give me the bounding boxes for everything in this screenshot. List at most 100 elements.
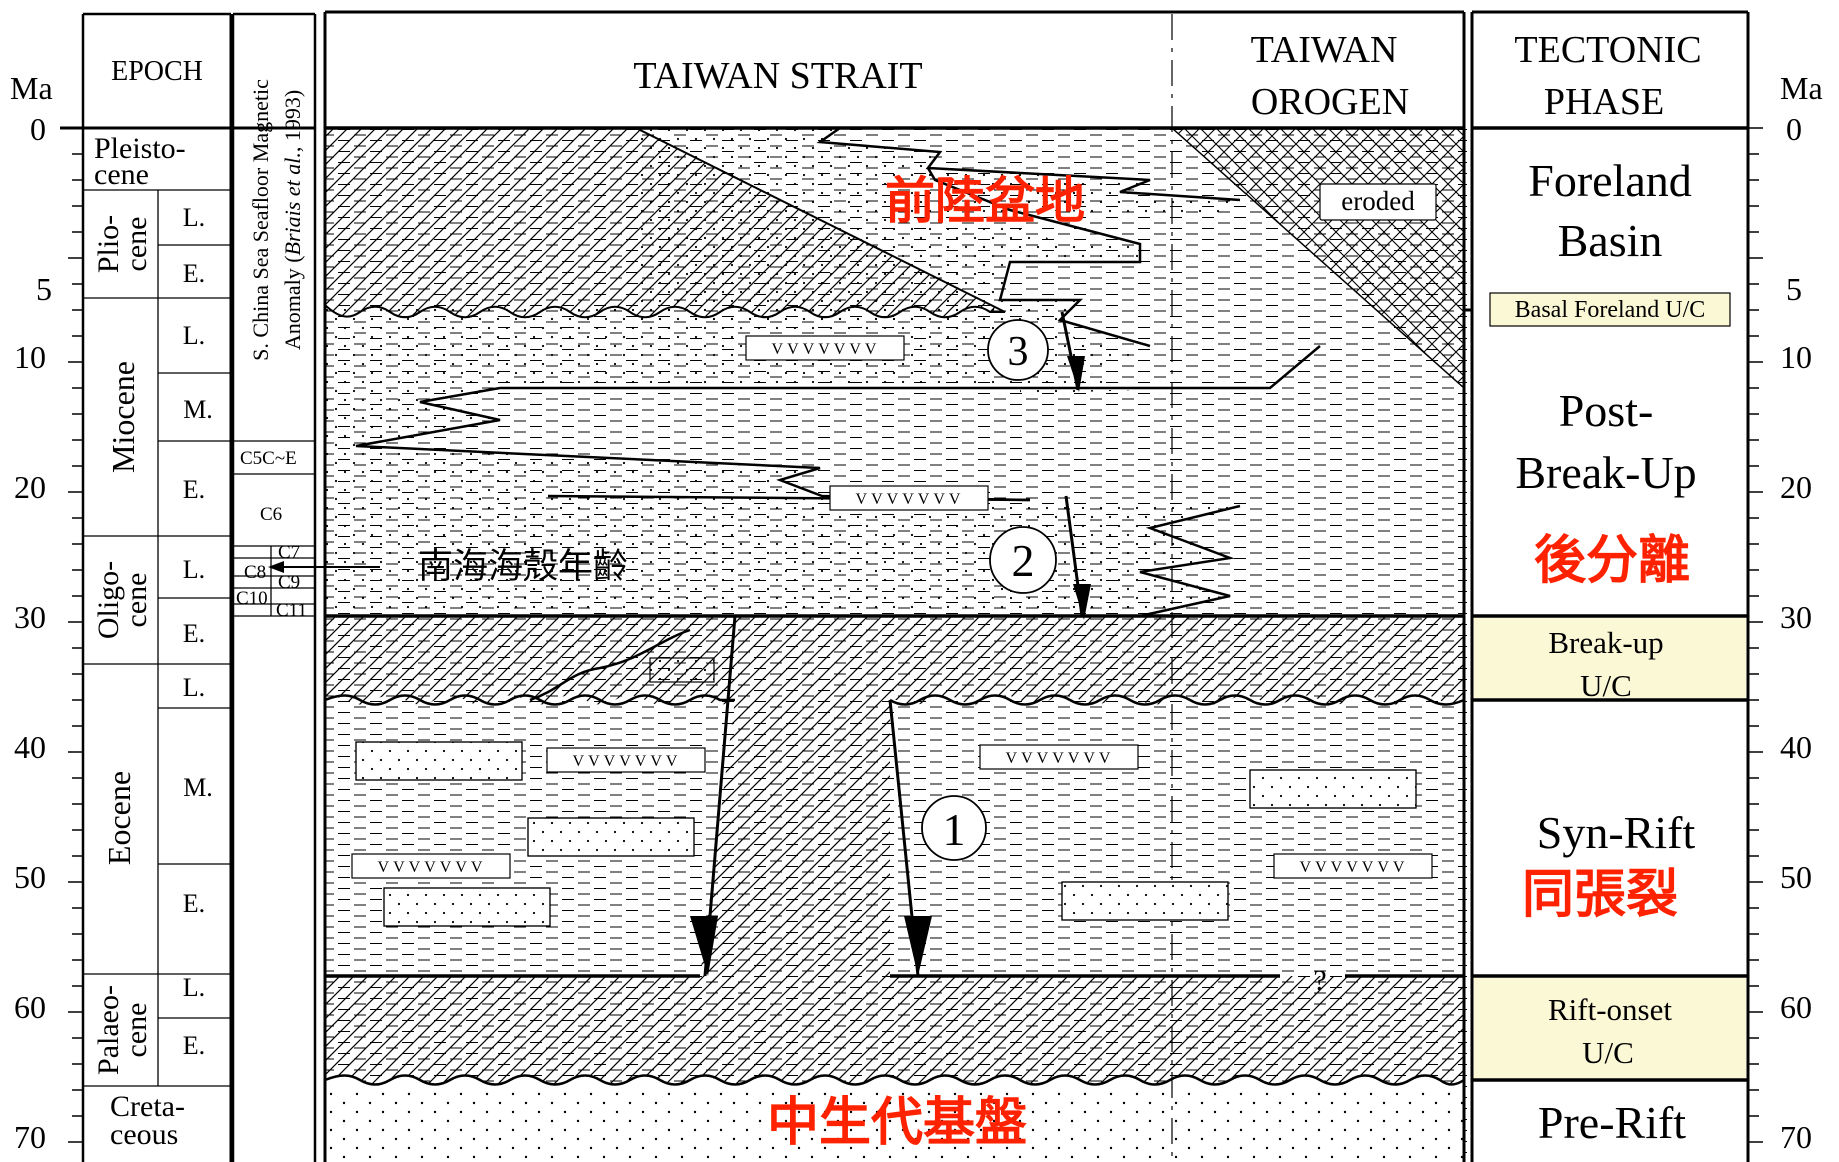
phase-riftonset-2: U/C — [1582, 1035, 1634, 1070]
tectonic-header-1: TECTONIC — [1514, 29, 1701, 71]
volcanics-box — [979, 744, 1139, 770]
marker-1: 1 — [943, 804, 966, 855]
phase-foreland-2: Basin — [1558, 215, 1663, 266]
epoch-eocene: Eocene — [101, 771, 137, 865]
arrowhead-1w — [690, 916, 718, 976]
left-axis-label: 10 — [14, 339, 46, 375]
right-axis-label: 0 — [1786, 111, 1802, 147]
volcanics-label: VVVVVVV — [1006, 750, 1115, 767]
sub-epoch: E. — [183, 475, 205, 504]
fault-arrows — [690, 356, 1091, 976]
anomaly-c8: C8 — [244, 562, 266, 583]
anomaly-c6: C6 — [260, 504, 282, 525]
anomaly-c11: C11 — [276, 600, 307, 621]
right-axis: Ma 0 5 10 20 30 40 50 60 70 — [1780, 70, 1823, 1155]
uc-boxes — [1474, 292, 1746, 1078]
left-ticks — [68, 127, 83, 1143]
sub-epoch: E. — [183, 889, 205, 918]
epoch-header: EPOCH — [111, 56, 203, 87]
arrowhead-1e — [904, 916, 932, 976]
marker-circle-1 — [921, 795, 987, 861]
volcanics-box — [351, 853, 511, 879]
left-axis-unit: Ma — [10, 70, 53, 106]
frame — [60, 10, 1750, 1162]
phase-breakup-2: U/C — [1580, 668, 1632, 703]
left-axis-label: 0 — [30, 111, 46, 147]
magnetic-header-line1: S. China Sea Seafloor Magnetic — [248, 79, 273, 361]
right-axis-unit: Ma — [1780, 70, 1823, 106]
volcanics-label: VVVVVVV — [573, 753, 682, 770]
epoch-oligocene: Oligo- — [92, 561, 125, 639]
left-axis-label: 50 — [14, 859, 46, 895]
sand-lens — [649, 657, 715, 683]
epoch-pleistocene: Pleisto- — [94, 132, 186, 165]
phase-synrift: Syn-Rift — [1537, 807, 1696, 858]
breakup-uc-box — [1474, 618, 1746, 698]
volcanics-labels: VVVVVVV VVVVVVV VVVVVVV VVVVVVV VVVVVVV … — [378, 341, 1409, 876]
volcanics-box — [1273, 853, 1433, 879]
right-axis-label: 30 — [1780, 599, 1812, 635]
right-axis-label: 70 — [1780, 1119, 1812, 1155]
volcanics-label: VVVVVVV — [856, 491, 965, 508]
sub-epoch: E. — [183, 1031, 205, 1060]
left-axis-label: 40 — [14, 729, 46, 765]
anomaly-c10: C10 — [236, 588, 268, 609]
right-ticks — [1748, 127, 1763, 1143]
left-axis-label: 20 — [14, 469, 46, 505]
phase-foreland-1: Foreland — [1528, 155, 1692, 206]
volcanics-label: VVVVVVV — [378, 859, 487, 876]
lithology-boxes — [351, 183, 1437, 927]
left-axis-label: 60 — [14, 989, 46, 1025]
marker-circle-3 — [987, 319, 1049, 381]
epoch-palaeocene: Palaeo- — [92, 985, 125, 1075]
phase-post-cn: 後分離 — [1534, 531, 1690, 591]
sub-epoch: L. — [183, 321, 205, 350]
sub-epoch: L. — [183, 673, 205, 702]
sub-epoch: L. — [183, 555, 205, 584]
taiwan-orogen-header-1: TAIWAN — [1251, 29, 1398, 71]
marker-2: 2 — [1012, 535, 1035, 586]
volcanics-box — [546, 747, 706, 773]
phase-prerift: Pre-Rift — [1538, 1097, 1686, 1148]
left-axis-label: 70 — [14, 1119, 46, 1155]
phase-basal-uc: Basal Foreland U/C — [1515, 297, 1706, 323]
sub-epoch: L. — [183, 203, 205, 232]
arrowhead-2 — [1073, 584, 1091, 620]
unknown-marker: ? — [1313, 964, 1326, 997]
taiwan-strait-header: TAIWAN STRAIT — [633, 55, 922, 97]
basement-dots — [325, 1090, 1464, 1162]
marker-3: 3 — [1008, 329, 1029, 375]
left-axis-label: 5 — [36, 271, 52, 307]
epoch-pliocene: Plio- — [92, 215, 125, 273]
epoch-cretaceous: Creta- — [110, 1090, 185, 1123]
basal-foreland-box — [1489, 292, 1731, 327]
phase-riftonset-1: Rift-onset — [1548, 992, 1672, 1027]
volcanics-label: VVVVVVV — [772, 341, 881, 358]
lower-hatch — [325, 976, 1464, 1085]
marker-circle-2 — [989, 526, 1057, 594]
arrowhead-3 — [1067, 356, 1085, 392]
anomaly-c9: C9 — [278, 572, 300, 593]
phase-synrift-cn: 同張裂 — [1522, 865, 1678, 925]
eroded-label-box — [1319, 183, 1437, 221]
volcanics-box — [829, 485, 989, 511]
taiwan-orogen-header-2: OROGEN — [1251, 81, 1409, 123]
left-axis: Ma 0 5 10 20 30 40 50 60 70 — [10, 70, 53, 1155]
foreland-basin-cn: 前陸盆地 — [885, 172, 1085, 230]
right-axis-label: 60 — [1780, 989, 1812, 1025]
sub-epoch: E. — [183, 619, 205, 648]
epoch-pleistocene: cene — [94, 158, 149, 191]
tectonic-header-2: PHASE — [1544, 81, 1664, 123]
volcanics-label: VVVVVVV — [1300, 859, 1409, 876]
epoch-palaeocene: cene — [120, 1003, 153, 1058]
scs-age-arrow — [268, 561, 380, 573]
volcanics-box — [745, 335, 905, 361]
sub-epoch: M. — [183, 773, 213, 802]
hatched-wedge — [324, 127, 1006, 319]
mesozoic-basement-cn: 中生代基盤 — [767, 1093, 1027, 1153]
phase-post-2: Break-Up — [1515, 447, 1696, 498]
anomaly-c5c-e: C5C~E — [240, 448, 297, 469]
right-axis-label: 5 — [1786, 271, 1802, 307]
magnetic-header-line2: Anomaly (Briais et al., 1993) — [280, 90, 305, 350]
